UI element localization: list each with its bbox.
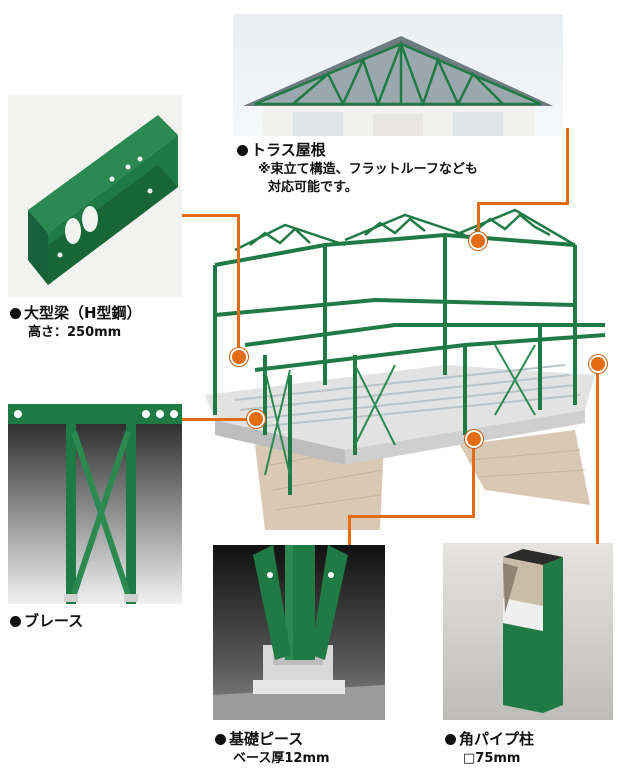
leader-line-truss-roof xyxy=(477,202,480,240)
truss-roof-title: トラス屋根 xyxy=(237,141,326,159)
bullet-dot-icon xyxy=(215,734,226,745)
square-pipe-column-title: 角パイプ柱 xyxy=(445,730,534,748)
foundation-piece-title: 基礎ピース xyxy=(215,730,303,748)
bullet-dot-icon xyxy=(10,616,21,627)
leader-line-foundation-piece xyxy=(348,515,351,545)
truss-roof-note-line1: ※束立て構造、フラットルーフなども xyxy=(258,162,478,177)
marker-brace xyxy=(247,410,265,428)
leader-line-brace xyxy=(182,418,254,421)
large-beam-title: 大型梁（H型鋼） xyxy=(10,304,142,322)
truss-roof-note-line2: 対応可能です。 xyxy=(268,180,358,195)
foundation-piece-spec: ベース厚12mm xyxy=(233,751,330,766)
brace-title: ブレース xyxy=(10,612,83,630)
bullet-dot-icon xyxy=(237,145,248,156)
marker-foundation-piece xyxy=(465,430,483,448)
leader-line-truss-roof xyxy=(477,202,569,205)
bullet-dot-icon xyxy=(445,734,456,745)
leader-line-square-pipe-column xyxy=(596,366,599,544)
large-beam-spec: 高さ：250mm xyxy=(28,325,122,340)
leader-line-large-beam xyxy=(182,214,240,217)
bullet-dot-icon xyxy=(10,308,21,319)
marker-square-pipe-column xyxy=(589,355,607,373)
leader-line-foundation-piece xyxy=(348,515,475,518)
leader-line-foundation-piece xyxy=(472,440,475,518)
square-pipe-column-image xyxy=(443,543,613,720)
marker-truss-roof xyxy=(469,232,487,250)
leader-line-truss-roof xyxy=(566,128,569,204)
foundation-piece-image xyxy=(213,545,385,720)
large-beam-image xyxy=(8,95,182,297)
marker-large-beam xyxy=(230,348,248,366)
square-pipe-column-spec: □75mm xyxy=(463,751,521,766)
leader-line-large-beam xyxy=(237,214,240,354)
brace-image xyxy=(8,404,182,604)
truss-roof-image xyxy=(233,14,563,136)
steel-frame-illustration xyxy=(195,205,615,530)
